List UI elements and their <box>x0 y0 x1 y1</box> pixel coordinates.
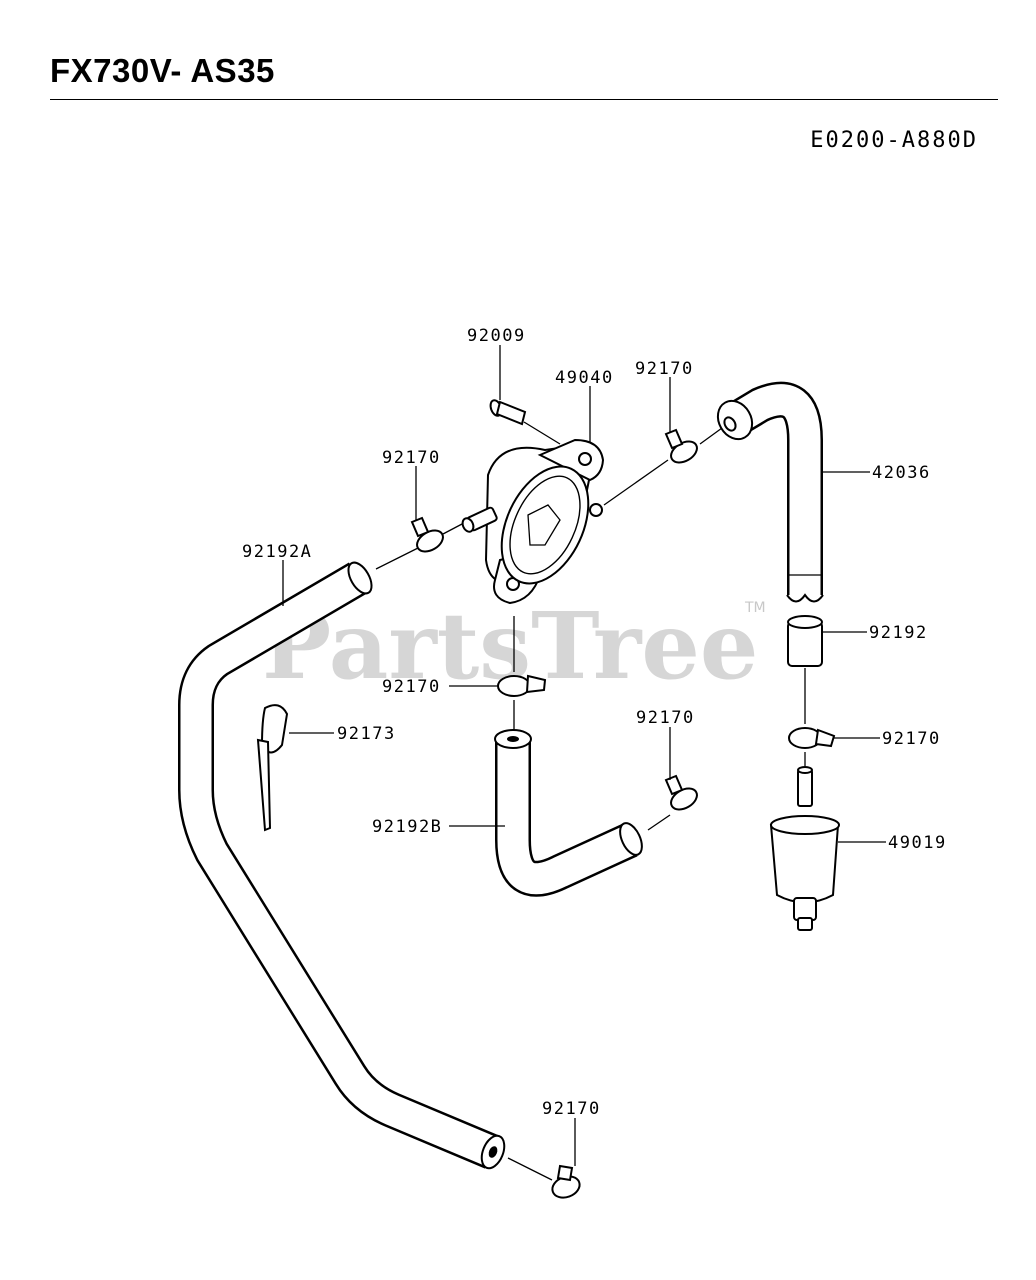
callout-92173: 92173 <box>337 724 396 744</box>
assembly-lines <box>375 421 806 1181</box>
callout-49019: 49019 <box>888 833 947 853</box>
hose-42036[interactable] <box>711 381 824 603</box>
callout-49040: 49040 <box>555 368 614 388</box>
watermark-trademark: TM <box>744 600 766 616</box>
fuel-filter-49019[interactable] <box>769 766 840 931</box>
callout-labels: 92009 49040 92170 42036 92170 92192A 921… <box>242 326 947 1119</box>
hose-92192B[interactable] <box>494 729 646 897</box>
callout-92009: 92009 <box>467 326 526 346</box>
clamp-92170-left[interactable] <box>410 516 447 556</box>
callout-92192: 92192 <box>869 623 928 643</box>
callout-42036: 42036 <box>872 463 931 483</box>
page-title: FX730V- AS35 <box>50 52 275 89</box>
callout-92192B: 92192B <box>372 817 442 837</box>
clamp-92170-mid[interactable] <box>788 727 836 749</box>
title-divider <box>50 99 998 100</box>
leader-lines <box>282 345 886 1166</box>
clamp-92170-bottom[interactable] <box>549 1164 582 1201</box>
hose-92192[interactable] <box>787 615 823 667</box>
diagram-code: E0200-A880D <box>810 128 978 153</box>
callout-92170-bottom: 92170 <box>542 1099 601 1119</box>
callout-92170-mid: 92170 <box>882 729 941 749</box>
clip-92173[interactable] <box>256 704 289 832</box>
callout-92170-center: 92170 <box>382 677 441 697</box>
callout-92170-left: 92170 <box>382 448 441 468</box>
clamp-92170-center[interactable] <box>497 674 547 697</box>
callout-92192A: 92192A <box>242 542 312 562</box>
callout-92170-right: 92170 <box>636 708 695 728</box>
clamp-92170-top[interactable] <box>664 428 701 467</box>
callout-92170-top: 92170 <box>635 359 694 379</box>
clamp-92170-right[interactable] <box>664 774 701 814</box>
screw-92009[interactable] <box>489 399 527 426</box>
hose-92192A[interactable] <box>178 559 509 1172</box>
fuel-pump-49040[interactable] <box>461 438 606 605</box>
